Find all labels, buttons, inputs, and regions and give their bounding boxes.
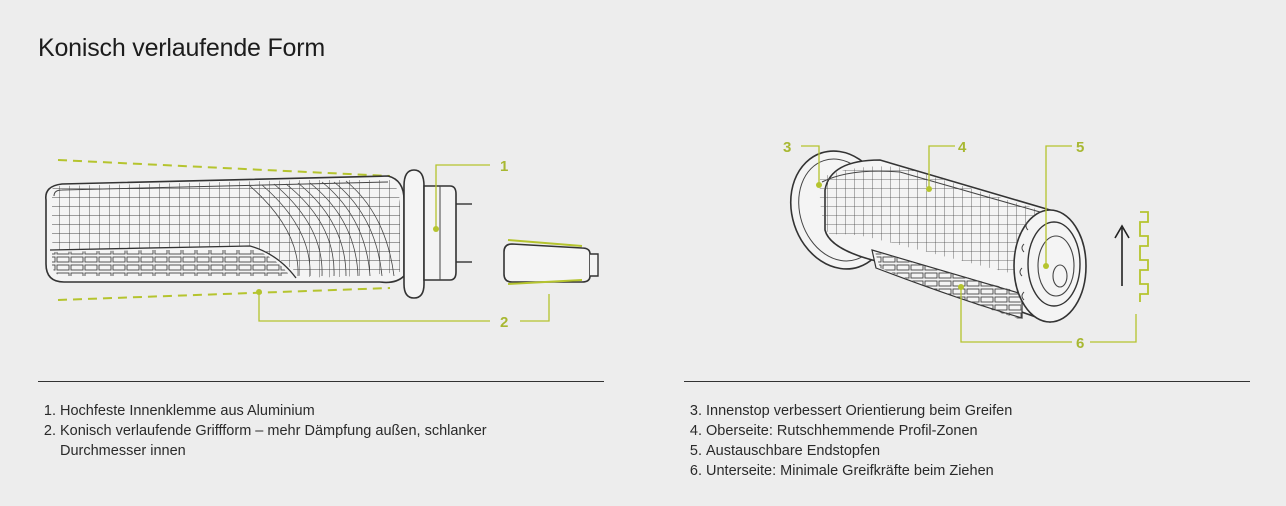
callout-6: 6 — [958, 284, 1137, 352]
legend-item-4: 4. Oberseite: Rutschhemmende Profil-Zone… — [689, 423, 978, 439]
svg-text:1: 1 — [500, 158, 508, 175]
grip-end-face — [1013, 209, 1087, 323]
right-grip: 3 4 5 6 — [783, 139, 1149, 352]
callout-5: 5 — [1043, 139, 1084, 269]
svg-text:5: 5 — [1076, 139, 1084, 156]
legend-left: 1. Hochfeste Innenklemme aus Aluminium 2… — [38, 401, 558, 461]
legend-item-3: 3. Innenstop verbessert Orientierung bei… — [689, 403, 1013, 419]
grip-flange — [403, 169, 425, 299]
callout-2: 2 — [256, 289, 550, 331]
taper-guide-bottom — [57, 287, 391, 301]
svg-text:3: 3 — [783, 139, 791, 156]
plug-taper-top — [507, 239, 583, 247]
svg-text:4: 4 — [958, 139, 967, 156]
legend-item-5: 5. Austauschbare Endstopfen — [689, 443, 881, 459]
legend-item-1: 1. Hochfeste Innenklemme aus Aluminium — [43, 403, 315, 419]
grip-diagram: 1 2 — [45, 139, 1149, 352]
callout-4: 4 — [926, 139, 967, 192]
legend-item-6: 6. Unterseite: Minimale Greifkräfte beim… — [689, 463, 994, 479]
divider-right — [684, 381, 1250, 382]
taper-guide-top — [57, 159, 391, 177]
divider-left — [38, 381, 604, 382]
svg-text:6: 6 — [1076, 335, 1084, 352]
pull-direction-arrow-icon — [1114, 224, 1130, 286]
callout-1: 1 — [433, 158, 508, 232]
callout-3: 3 — [783, 139, 822, 188]
left-grip: 1 2 — [45, 158, 599, 331]
page-title: Konisch verlaufende Form — [38, 34, 326, 62]
legend-right: 3. Innenstop verbessert Orientierung bei… — [684, 401, 1244, 481]
end-plug — [503, 243, 591, 283]
legend-item-2: 2. Konisch verlaufende Griffform – mehr … — [43, 423, 487, 459]
profile-section-icon — [1139, 211, 1149, 302]
svg-text:2: 2 — [500, 314, 508, 331]
plug-taper-bottom — [507, 279, 583, 285]
